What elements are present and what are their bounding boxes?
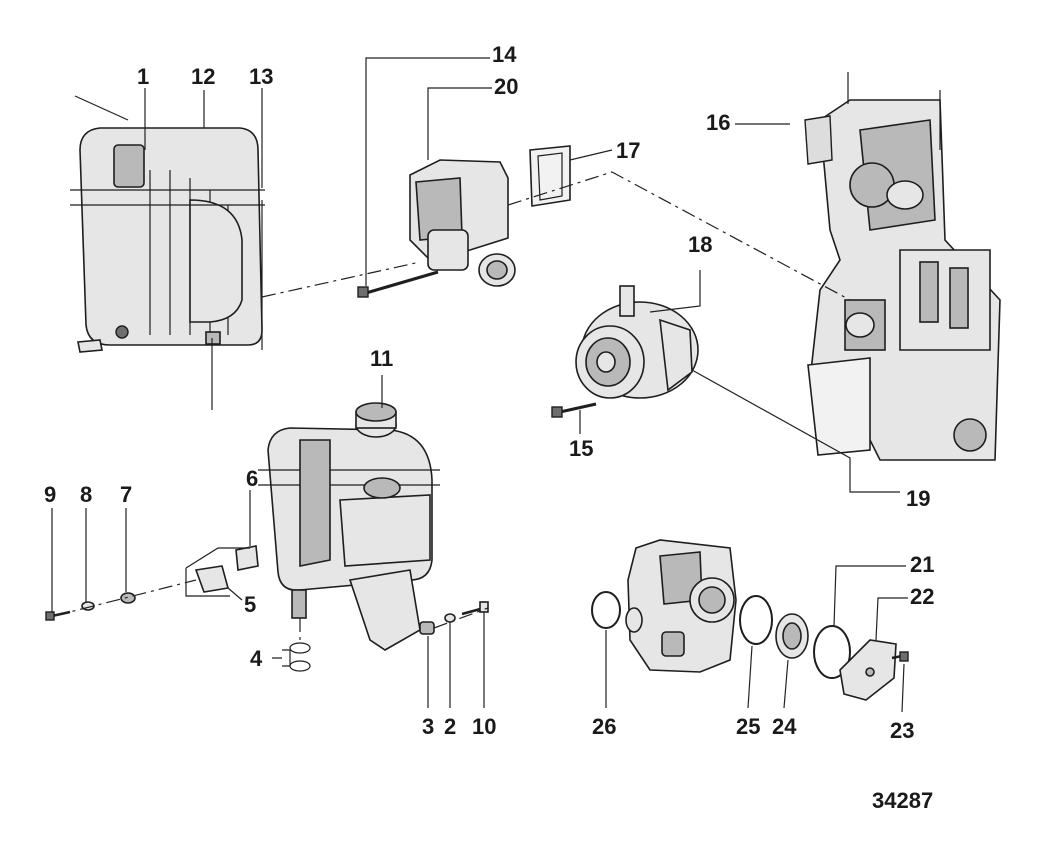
callout-8: 8 bbox=[80, 482, 92, 507]
o-ring-25 bbox=[739, 595, 773, 645]
callout-25: 25 bbox=[736, 714, 760, 739]
screw-23 bbox=[891, 651, 909, 662]
callout-1: 1 bbox=[137, 64, 149, 89]
thermostat-24 bbox=[775, 613, 809, 659]
mounting-bracket bbox=[185, 545, 259, 597]
callout-11: 11 bbox=[370, 346, 393, 371]
pump-bolt bbox=[551, 402, 597, 418]
long-bolt bbox=[357, 270, 439, 298]
leader-lines bbox=[51, 57, 908, 713]
o-rings bbox=[289, 642, 311, 672]
callout-26: 26 bbox=[592, 714, 616, 739]
callout-3: 3 bbox=[422, 714, 434, 739]
alignment-lines bbox=[53, 171, 851, 640]
callout-20: 20 bbox=[494, 74, 518, 99]
callout-17: 17 bbox=[616, 138, 640, 163]
callout-10: 10 bbox=[472, 714, 496, 739]
thermostat-housing-upper bbox=[409, 159, 516, 287]
callout-2: 2 bbox=[444, 714, 456, 739]
callout-6: 6 bbox=[246, 466, 258, 491]
nut-7 bbox=[120, 592, 136, 604]
callout-22: 22 bbox=[910, 584, 934, 609]
callout-23: 23 bbox=[890, 718, 914, 743]
callout-13: 13 bbox=[249, 64, 273, 89]
callout-9: 9 bbox=[44, 482, 56, 507]
figure-number: 34287 bbox=[872, 788, 933, 813]
callout-24: 24 bbox=[772, 714, 797, 739]
coolant-reservoir-upper bbox=[70, 127, 265, 353]
o-ring-26 bbox=[591, 591, 621, 629]
cover-22 bbox=[839, 639, 897, 701]
housing-gasket bbox=[529, 145, 571, 207]
callout-12: 12 bbox=[191, 64, 215, 89]
callout-4: 4 bbox=[250, 646, 263, 671]
callout-21: 21 bbox=[910, 552, 934, 577]
spacer-3 bbox=[419, 621, 435, 635]
callout-7: 7 bbox=[120, 482, 132, 507]
reservoir-cap bbox=[355, 402, 397, 438]
callout-18: 18 bbox=[688, 232, 712, 257]
callout-19: 19 bbox=[906, 486, 930, 511]
coolant-reservoir-lower bbox=[258, 427, 440, 651]
water-pump bbox=[575, 285, 699, 399]
seal-21 bbox=[813, 625, 851, 679]
callout-5: 5 bbox=[244, 592, 256, 617]
callout-14: 14 bbox=[492, 42, 517, 67]
callout-16: 16 bbox=[706, 110, 730, 135]
callout-15: 15 bbox=[569, 436, 593, 461]
engine-block bbox=[804, 72, 1001, 461]
thermostat-housing-lower bbox=[625, 539, 737, 673]
